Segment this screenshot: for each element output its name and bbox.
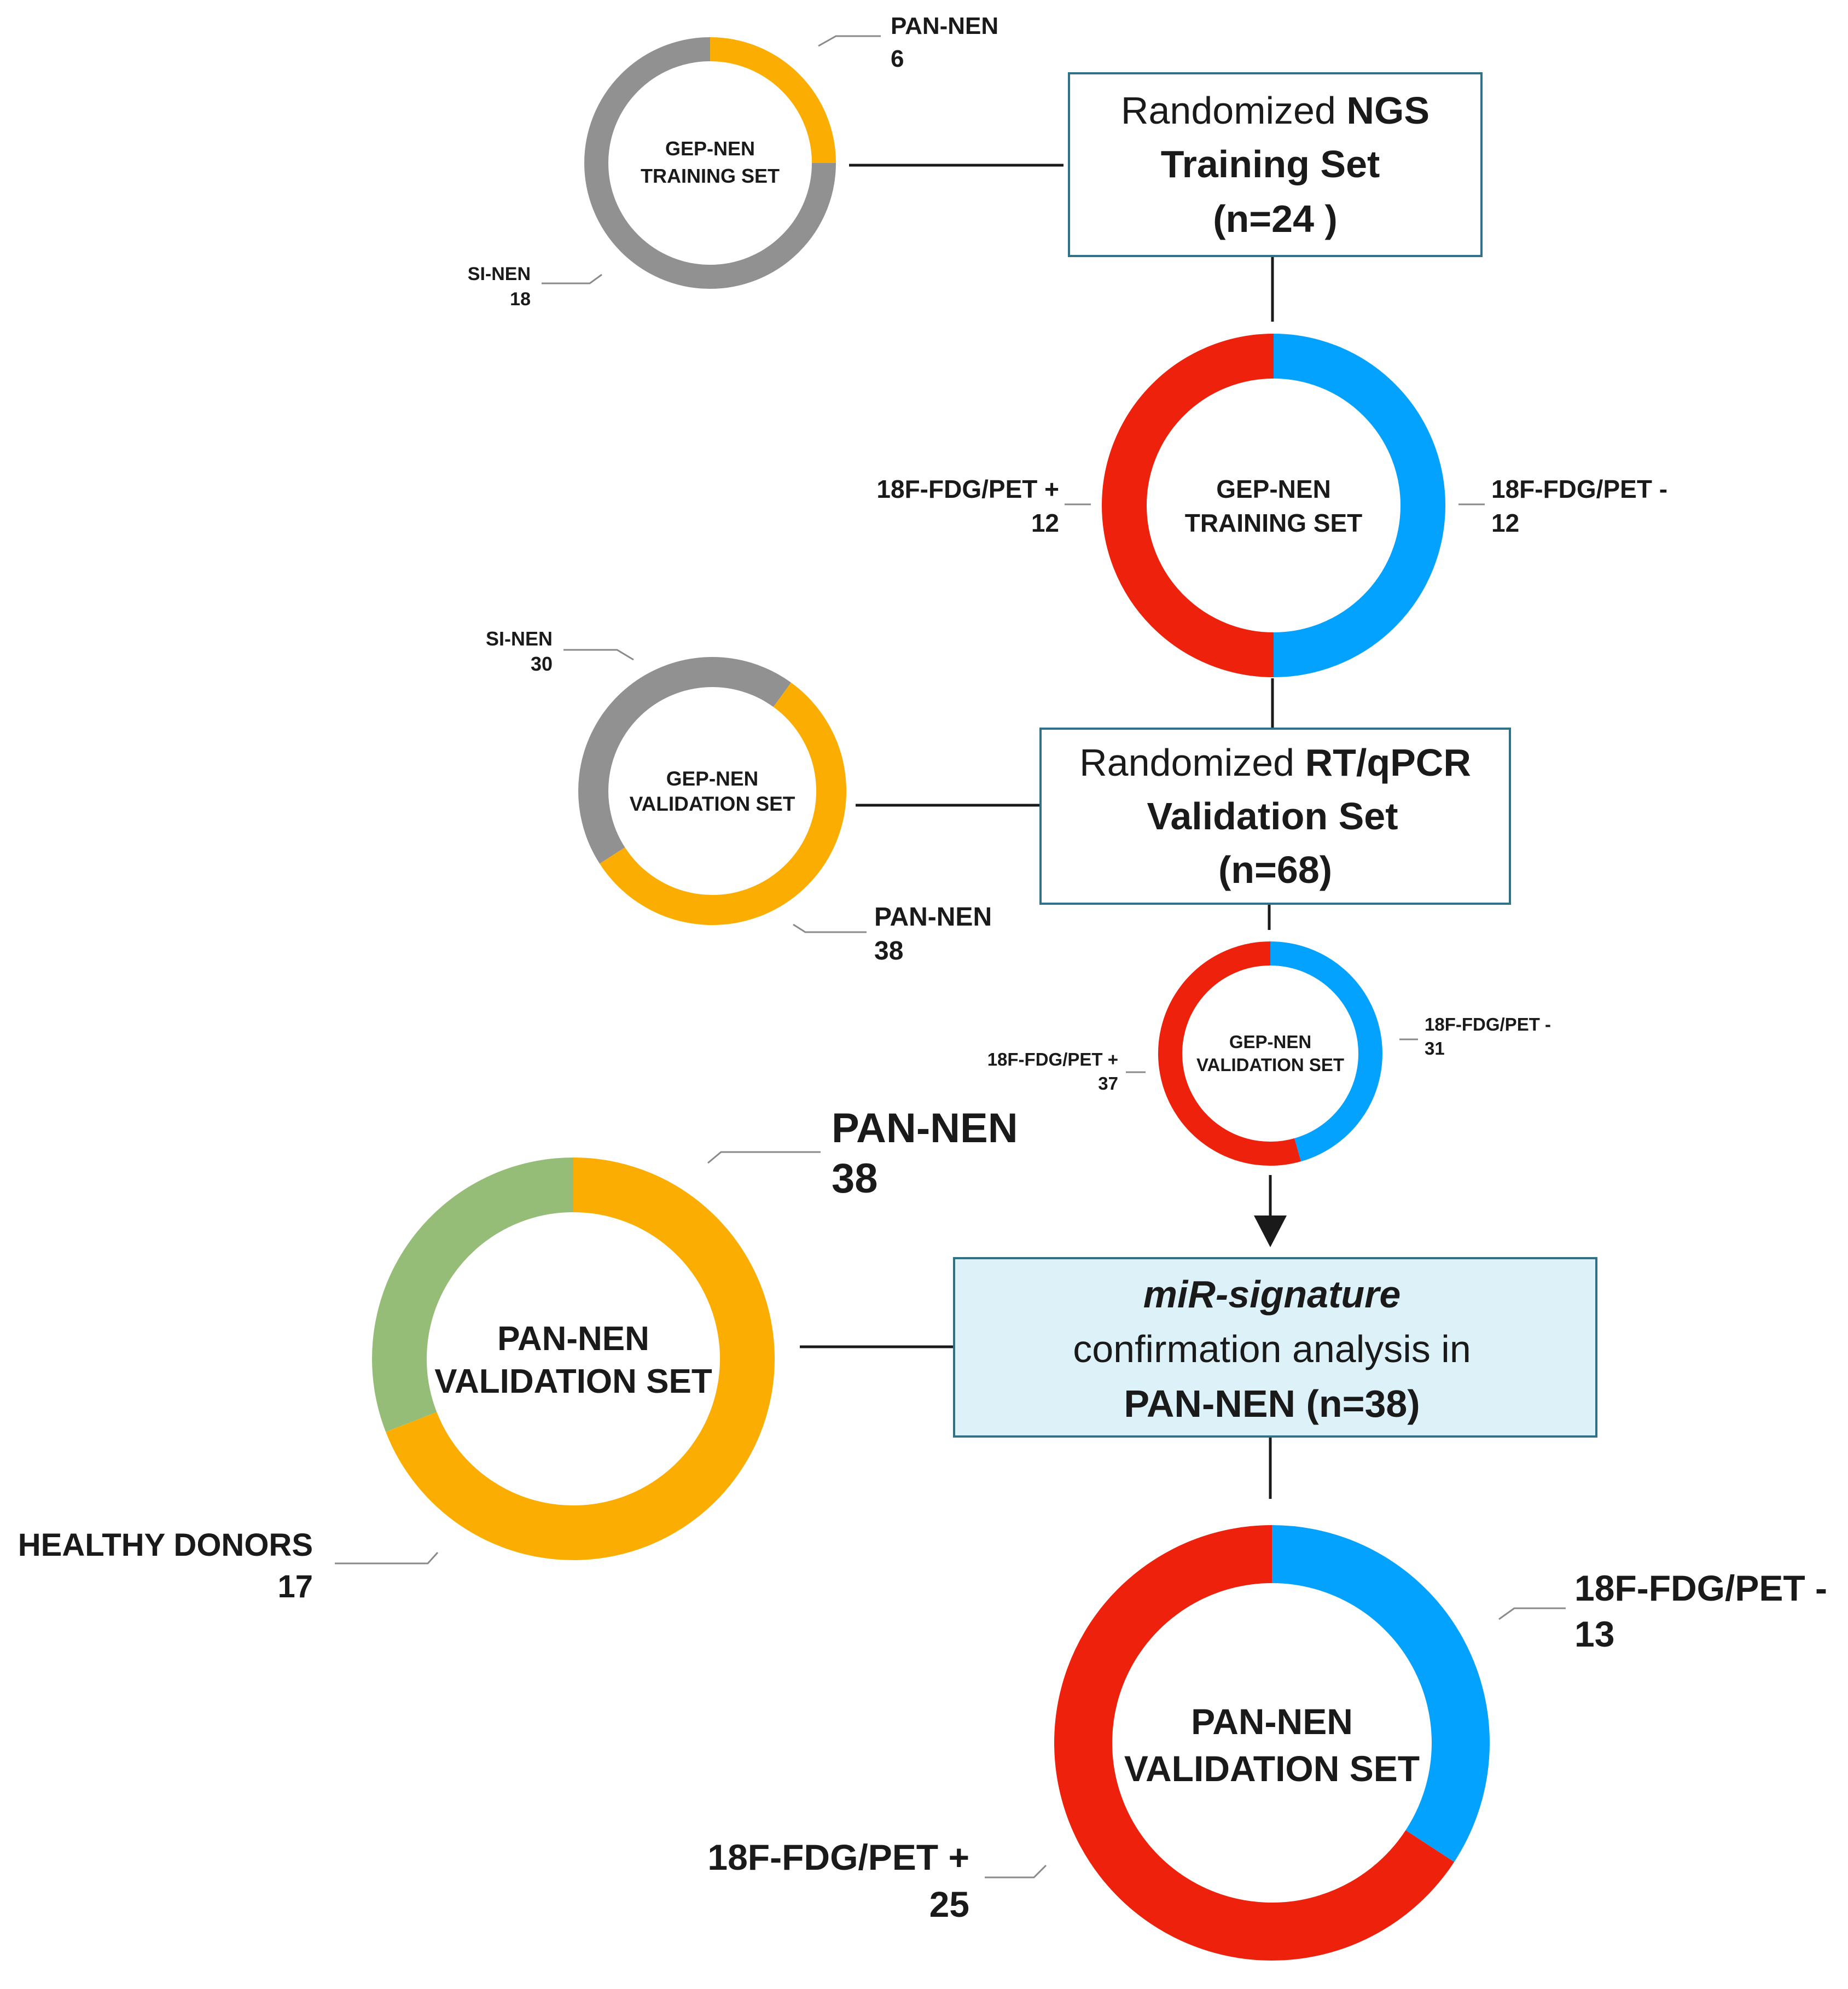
donut-segment-pan-nen <box>386 1158 775 1560</box>
label-training-type-si-name: SI-NEN <box>468 264 531 284</box>
leader-pan-validation-healthy <box>335 1551 439 1565</box>
leader-validation-type-si <box>563 649 634 661</box>
leader-pan-pet-plus <box>985 1864 1047 1879</box>
leader-training-type-si <box>542 274 602 284</box>
donut-pan-pet-arcs <box>1054 1525 1490 1961</box>
donut-segment-18f-fdg-pet <box>1158 941 1301 1166</box>
label-validation-type-pan-name: PAN-NEN <box>874 903 992 932</box>
label-training-pet-plus-value: 12 <box>1031 509 1059 537</box>
leader-pan-validation-pan <box>707 1151 821 1164</box>
donut-validation-pet-center-line1: GEP-NEN <box>1229 1032 1311 1052</box>
donut-pan-validation-center-line2: VALIDATION SET <box>434 1363 712 1400</box>
label-pan-validation-healthy-value: 17 <box>277 1569 313 1604</box>
rtqpcr-validation-box: Randomized RT/qPCR Validation Set (n=68) <box>1039 728 1511 905</box>
ngs-box-line1: Randomized NGS <box>1121 89 1429 132</box>
mir-box-frame <box>953 1257 1597 1438</box>
leader-validation-type-pan <box>793 923 867 933</box>
label-training-type-pan-value: 6 <box>891 45 904 72</box>
donut-validation-type-center-line2: VALIDATION SET <box>630 793 795 815</box>
donut-validation-type-center-line1: GEP-NEN <box>666 767 759 790</box>
ngs-box-line2: Training Set <box>1161 143 1380 185</box>
donut-segment-pan-nen <box>710 37 836 164</box>
connectors <box>800 164 1274 1499</box>
donut-segment-18f-fdg-pet <box>1271 1525 1490 1862</box>
donut-segment-18f-fdg-pet <box>1270 941 1382 1162</box>
rtqpcr-box-frame <box>1039 728 1511 905</box>
arrow-down-icon <box>1254 1216 1287 1247</box>
donut-pan-pet-center-line1: PAN-NEN <box>1191 1701 1353 1742</box>
donut-training-pet-center-line1: GEP-NEN <box>1216 475 1331 503</box>
mir-box-line1: miR-signature <box>1143 1273 1401 1316</box>
label-validation-pet-minus-value: 31 <box>1425 1038 1445 1059</box>
donut-training-type-center-line2: TRAINING SET <box>641 165 780 187</box>
rtqpcr-box-line1: Randomized RT/qPCR <box>1079 741 1471 784</box>
label-training-pet-plus-name: 18F-FDG/PET + <box>876 475 1059 503</box>
label-pan-pet-minus-value: 13 <box>1574 1614 1614 1654</box>
label-pan-pet-plus-name: 18F-FDG/PET + <box>707 1837 969 1877</box>
donut-pan-pet: PAN-NEN VALIDATION SET 18F-FDG/PET - 13 … <box>707 1525 1827 1961</box>
donut-training-type-arcs <box>584 37 836 289</box>
label-pan-validation-pan-value: 38 <box>832 1155 878 1202</box>
label-validation-type-pan-value: 38 <box>874 937 903 966</box>
label-validation-pet-minus-name: 18F-FDG/PET - <box>1425 1014 1551 1034</box>
rtqpcr-box-line3: (n=68) <box>1218 848 1332 891</box>
donut-segment-18f-fdg-pet <box>1054 1525 1455 1961</box>
donut-validation-pet-center-line2: VALIDATION SET <box>1196 1055 1344 1075</box>
donut-segment-healthy-donors <box>372 1158 574 1432</box>
donut-validation-pet: GEP-NEN VALIDATION SET 18F-FDG/PET - 31 … <box>987 941 1551 1166</box>
donut-segment-18f-fdg-pet <box>1273 334 1445 677</box>
donut-segment-si-nen <box>578 657 791 864</box>
mir-box-line2: confirmation analysis in <box>1073 1328 1471 1370</box>
label-validation-pet-plus-name: 18F-FDG/PET + <box>987 1049 1118 1069</box>
mir-box-line3: PAN-NEN (n=38) <box>1124 1382 1420 1425</box>
leader-pan-pet-minus <box>1498 1607 1566 1620</box>
donut-segment-pan-nen <box>600 682 846 926</box>
donut-training-pet-arcs <box>1102 334 1445 677</box>
label-validation-type-si-name: SI-NEN <box>486 627 553 650</box>
label-training-type-pan-name: PAN-NEN <box>891 13 998 39</box>
label-training-pet-minus-value: 12 <box>1491 509 1519 537</box>
donut-validation-type-arcs <box>578 657 846 926</box>
donut-training-pet: GEP-NEN TRAINING SET 18F-FDG/PET - 12 18… <box>876 334 1667 677</box>
donut-segment-18f-fdg-pet <box>1102 334 1274 677</box>
donut-segment-si-nen <box>584 37 836 289</box>
rtqpcr-box-line2: Validation Set <box>1147 795 1398 838</box>
donut-training-type: GEP-NEN TRAINING SET PAN-NEN 6 SI-NEN 18 <box>468 13 998 310</box>
mir-signature-box: miR-signature confirmation analysis in P… <box>953 1257 1597 1438</box>
ngs-box-frame <box>1068 72 1483 257</box>
label-validation-type-si-value: 30 <box>531 653 553 675</box>
label-pan-pet-minus-name: 18F-FDG/PET - <box>1574 1568 1827 1608</box>
label-pan-validation-healthy-name: HEALTHY DONORS <box>18 1527 313 1563</box>
ngs-box-line3: (n=24 ) <box>1213 197 1338 240</box>
donut-pan-validation-center-line1: PAN-NEN <box>497 1320 649 1358</box>
label-pan-validation-pan-name: PAN-NEN <box>832 1105 1018 1151</box>
donut-pan-validation: PAN-NEN VALIDATION SET PAN-NEN 38 HEALTH… <box>18 1105 1018 1604</box>
label-training-type-si-value: 18 <box>510 289 531 310</box>
donut-pan-pet-center-line2: VALIDATION SET <box>1124 1748 1420 1789</box>
donut-validation-pet-arcs <box>1158 941 1382 1166</box>
leader-training-type-pan <box>818 35 881 47</box>
donut-training-pet-center-line2: TRAINING SET <box>1185 509 1363 537</box>
donut-pan-validation-arcs <box>372 1158 775 1560</box>
donut-validation-type: GEP-NEN VALIDATION SET PAN-NEN 38 SI-NEN… <box>486 627 992 966</box>
label-pan-pet-plus-value: 25 <box>929 1884 969 1924</box>
label-validation-pet-plus-value: 37 <box>1098 1073 1118 1094</box>
label-training-pet-minus-name: 18F-FDG/PET - <box>1491 475 1667 503</box>
donut-training-type-center-line1: GEP-NEN <box>665 137 755 160</box>
ngs-training-box: Randomized NGS Training Set (n=24 ) <box>1068 72 1483 257</box>
